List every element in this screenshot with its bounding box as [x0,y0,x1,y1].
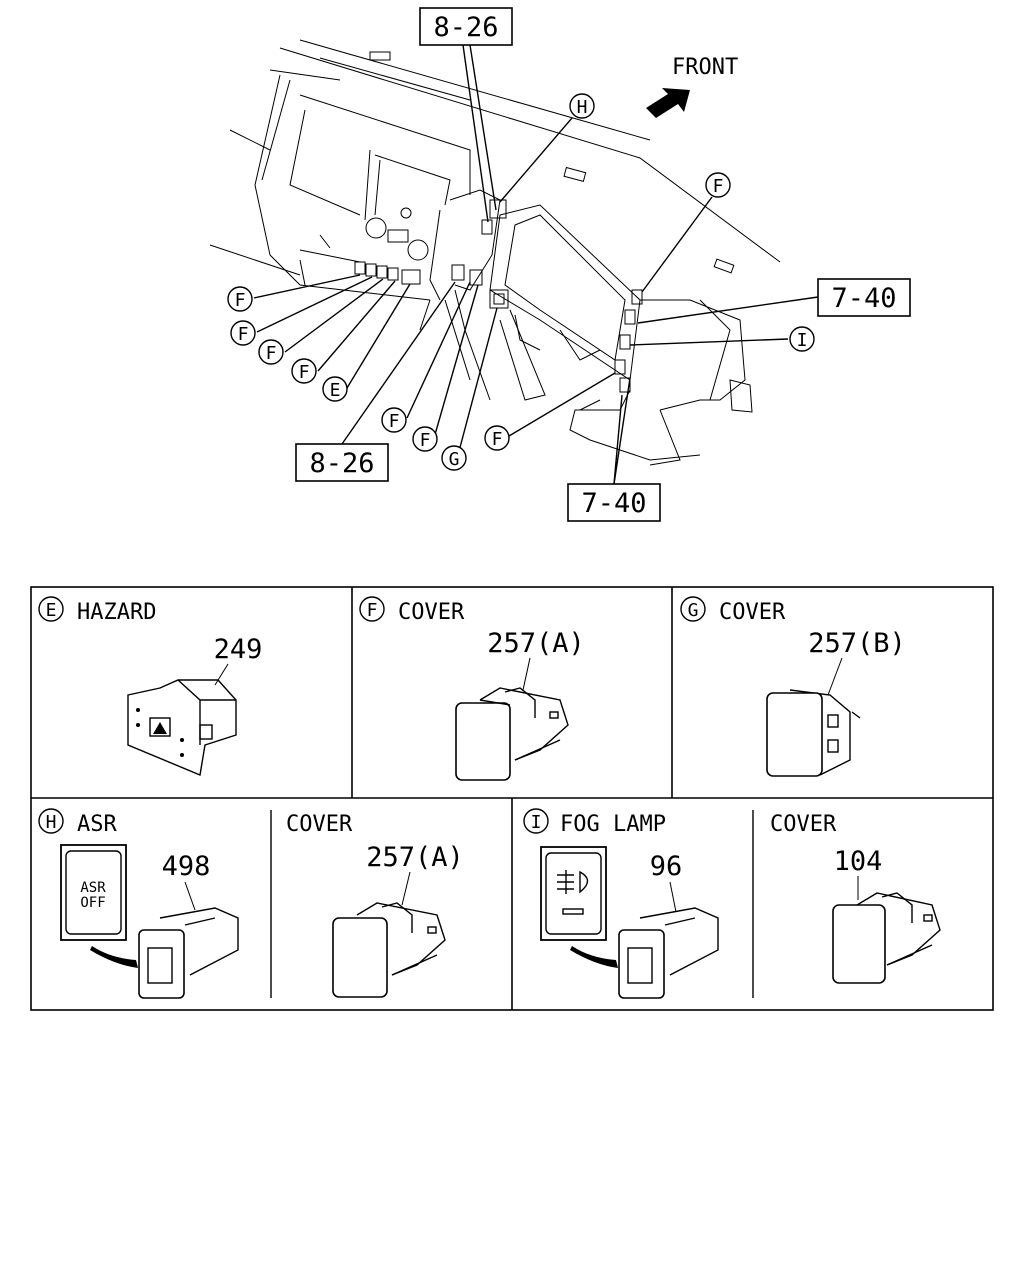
panel-g-title: COVER [719,600,786,625]
panel-i-cover: COVER 104 [770,812,941,984]
panel-f-cover: F COVER 257(A) [359,596,585,781]
panel-f-title: COVER [398,600,465,625]
panel-h-letter: H [46,812,57,833]
callout-g: G [441,445,467,471]
cover-a-icon-h [332,902,446,998]
hazard-switch-icon [127,679,237,776]
callout-f6: F [412,426,438,452]
svg-text:F: F [266,343,277,364]
svg-text:F: F [299,362,310,383]
panel-h-cover: COVER 257(A) [286,812,464,998]
panel-i-fog-lamp: I FOG LAMP 96 [523,808,719,999]
callout-f1: F [227,286,253,312]
cover-104-icon [832,892,941,984]
callout-f5: F [381,407,407,433]
panel-f-part-number: 257(A) [487,628,585,659]
asr-label-line2: OFF [80,895,105,911]
callout-i: I [789,326,815,352]
panel-i-cover-title: COVER [770,812,837,837]
front-label: FRONT [672,55,738,80]
panel-g-cover: G COVER 257(B) [680,596,906,777]
panel-e-part-number: 249 [214,634,263,665]
svg-text:G: G [449,449,460,470]
svg-text:F: F [492,429,503,450]
callout-f3: F [258,339,284,365]
callout-f7: F [484,425,510,451]
svg-text:F: F [420,430,431,451]
panel-h-cover-part-number: 257(A) [366,842,464,873]
svg-text:H: H [577,97,588,118]
svg-text:E: E [330,380,341,401]
callout-h: H [569,93,595,119]
leader-lines [253,44,819,485]
panel-e-hazard: E HAZARD 249 [38,596,263,776]
ref-box-bottom-7-40: 7-40 [567,483,661,522]
ref-right-7-40-text: 7-40 [831,283,896,314]
ref-bottom-8-26-text: 8-26 [309,448,374,479]
ref-bottom-7-40-text: 7-40 [581,488,646,519]
panel-h-cover-title: COVER [286,812,353,837]
front-arrow-icon [646,88,690,118]
asr-switch-icon [138,907,239,999]
parts-table [30,586,994,1011]
cover-a-icon [455,687,569,781]
panel-e-letter: E [46,600,57,621]
callout-f-top-right: F [705,172,731,198]
panel-h-part-number: 498 [162,851,211,882]
callout-f2: F [230,320,256,346]
asr-off-label-icon: ASR OFF [60,844,127,941]
svg-text:I: I [797,330,808,351]
asr-label-line1: ASR [80,880,106,896]
ref-box-bottom-8-26: 8-26 [295,443,389,482]
panel-f-letter: F [367,600,378,621]
fog-lamp-switch-icon [618,907,719,999]
svg-text:F: F [235,290,246,311]
svg-text:F: F [238,324,249,345]
panel-i-letter: I [531,812,542,833]
fog-lamp-label-icon [540,846,607,941]
panel-i-title: FOG LAMP [560,812,666,837]
svg-text:F: F [389,411,400,432]
panel-i-cover-part-number: 104 [834,846,883,877]
callout-e: E [322,376,348,402]
panel-h-asr: H ASR 498 ASR OFF [38,808,239,999]
svg-text:F: F [713,176,724,197]
panel-g-part-number: 257(B) [808,628,906,659]
callout-f4: F [291,358,317,384]
panel-h-title: ASR [77,812,117,837]
panel-g-letter: G [688,600,699,621]
panel-e-title: HAZARD [77,600,156,625]
ref-box-top-8-26: 8-26 [419,7,513,46]
cover-b-icon [766,689,861,777]
ref-box-right-7-40: 7-40 [817,278,911,317]
dashboard-illustration [209,39,781,466]
ref-top-8-26-text: 8-26 [433,12,498,43]
panel-i-part-number: 96 [650,851,683,882]
